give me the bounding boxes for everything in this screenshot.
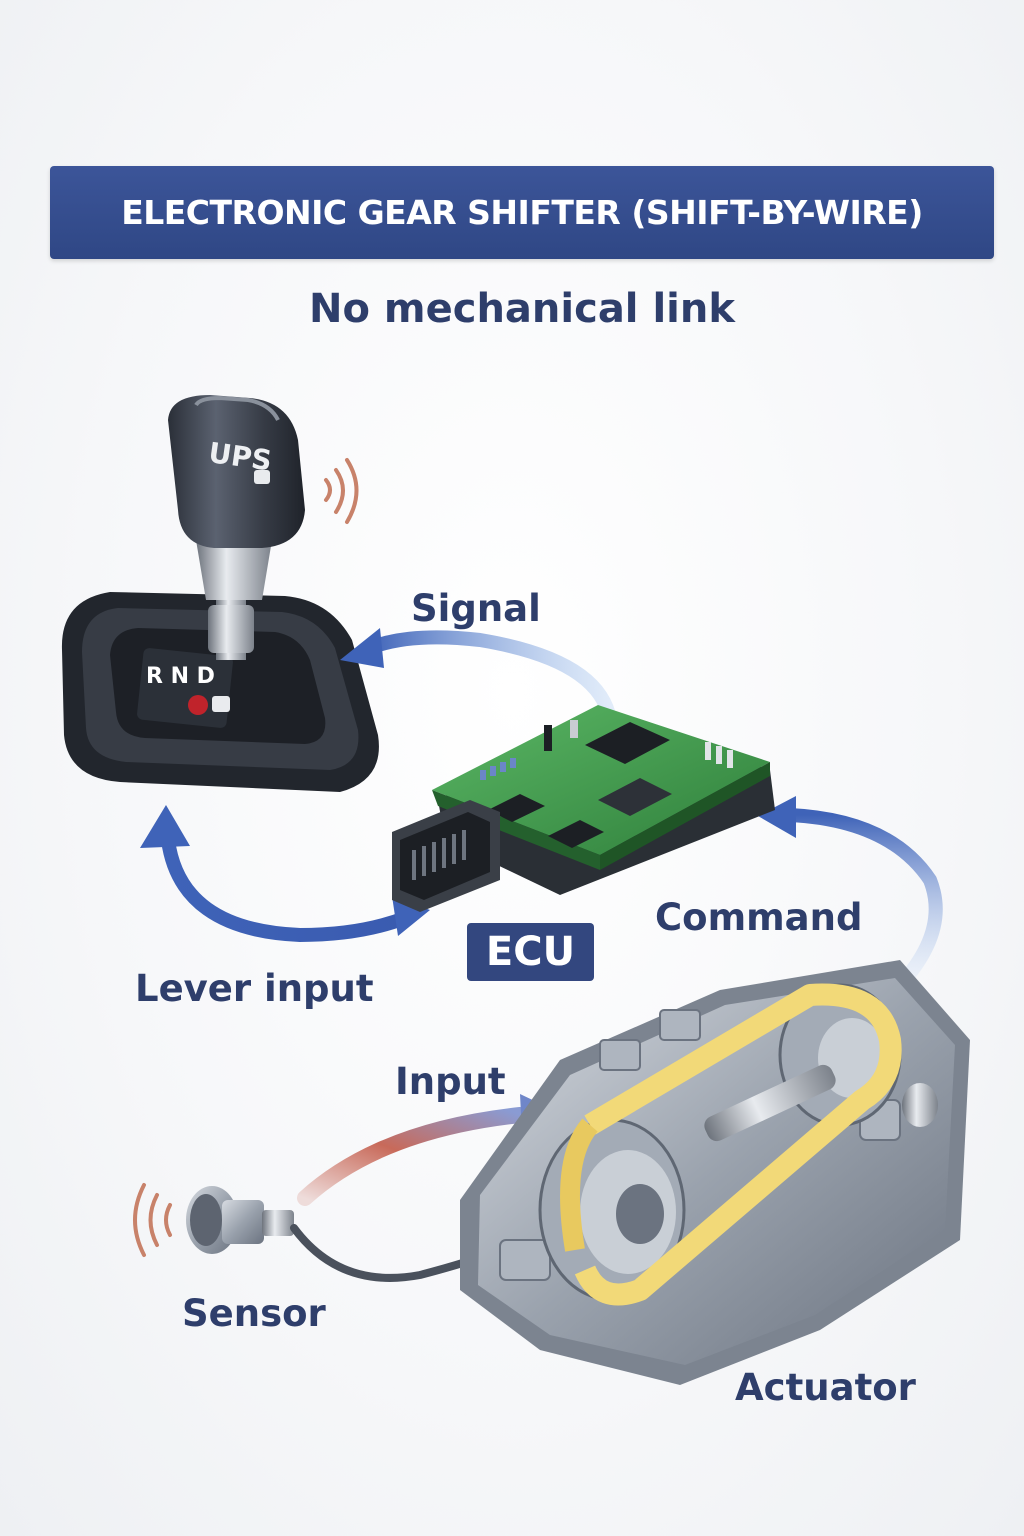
label-ecu: ECU <box>485 929 576 975</box>
title-banner: ELECTRONIC GEAR SHIFTER (SHIFT-BY-WIRE) <box>50 166 994 259</box>
command-arrow <box>758 796 943 992</box>
label-sensor: Sensor <box>182 1292 326 1335</box>
signal-arrow <box>340 628 617 727</box>
label-lever-input: Lever input <box>135 967 374 1010</box>
ecu-badge: ECU <box>467 923 594 981</box>
gate-letters: R N D <box>146 664 215 689</box>
actuator-icon <box>460 960 970 1385</box>
lever-input-arrow <box>140 805 430 943</box>
shift-lever-icon: R N D UPS <box>61 395 379 792</box>
label-command: Command <box>655 896 863 939</box>
sensor-icon <box>133 1183 504 1282</box>
label-signal: Signal <box>411 587 541 630</box>
label-input: Input <box>395 1060 506 1103</box>
subtitle: No mechanical link <box>309 286 735 332</box>
ecu-board-icon <box>392 705 775 912</box>
label-actuator: Actuator <box>735 1366 916 1409</box>
signal-wave-icon <box>324 458 359 524</box>
page-title: ELECTRONIC GEAR SHIFTER (SHIFT-BY-WIRE) <box>121 193 923 232</box>
